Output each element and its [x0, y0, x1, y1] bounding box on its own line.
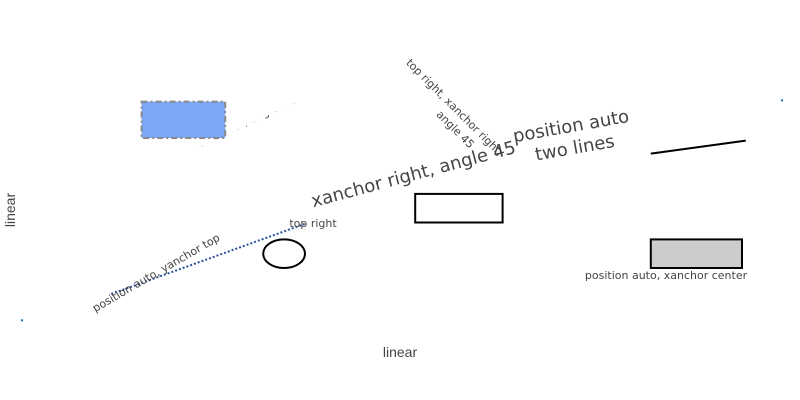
annotation-line-0-0: top right, xanchor right, — [403, 56, 505, 158]
marker-0-1 — [780, 99, 783, 102]
shape-label-text-2: top right — [289, 217, 337, 230]
shape-line-4 — [650, 139, 746, 155]
shape-rect-3 — [414, 192, 504, 224]
shape-circle-2 — [262, 238, 307, 269]
shape-label-text-4: position autotwo lines — [511, 106, 634, 169]
marker-0-0 — [20, 319, 23, 322]
shape-label-1: position auto, yanchor top — [90, 231, 222, 315]
markers-layer — [20, 99, 783, 322]
shape-label-5: position auto, xanchor center — [585, 269, 748, 282]
y-axis-title: linear — [2, 193, 18, 228]
shape-label-2: top right — [289, 217, 337, 230]
labels-layer: position auto, xanchor center, angle -25… — [90, 56, 747, 314]
shape-label-text-1: position auto, yanchor top — [90, 231, 222, 315]
shape-rect-5 — [649, 238, 743, 269]
shapes-layer — [110, 100, 746, 295]
shape-label-text-5: position auto, xanchor center — [585, 269, 748, 282]
x-axis-title: linear — [383, 344, 418, 360]
shape-label-4: position autotwo lines — [511, 106, 634, 169]
shape-rect-0 — [140, 100, 227, 139]
